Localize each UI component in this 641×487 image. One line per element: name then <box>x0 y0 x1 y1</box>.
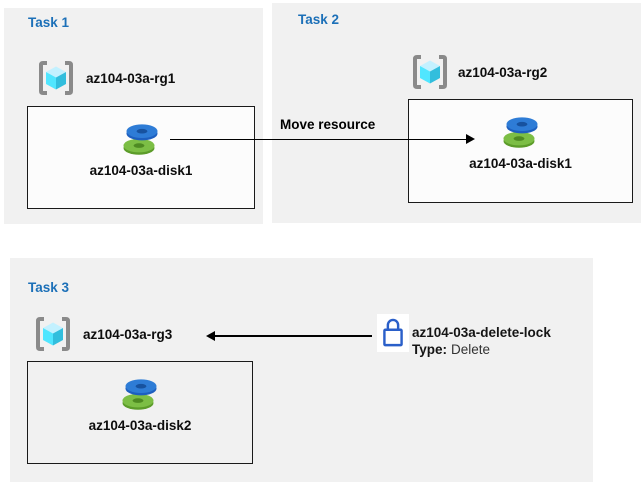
task3-resource-group-name: az104-03a-rg3 <box>83 326 173 342</box>
move-resource-arrow-head <box>466 134 475 144</box>
delete-lock-type-label: Type: <box>412 342 448 357</box>
azure-disk-icon <box>503 117 537 148</box>
task2-resource-group-name: az104-03a-rg2 <box>458 64 548 80</box>
azure-resource-group-icon <box>36 317 70 351</box>
task3-resource-box: az104-03a-disk2 <box>27 361 253 464</box>
azure-disk-icon <box>122 379 157 410</box>
delete-lock-type: Type:Delete <box>412 341 551 358</box>
move-resource-arrow-line <box>170 138 466 140</box>
task1-panel: Task 1 az104-03a-rg1 az104-03a-disk1 <box>4 8 263 224</box>
task3-title: Task 3 <box>28 280 70 295</box>
task3-panel: Task 3 az104-03a-rg3 az104-03a-disk2 az1 <box>10 258 593 482</box>
task1-resource-group-name: az104-03a-rg1 <box>86 70 176 86</box>
move-resource-label: Move resource <box>280 117 376 132</box>
task2-title: Task 2 <box>298 12 340 27</box>
task1-resource-name: az104-03a-disk1 <box>89 163 193 178</box>
task2-resource-name: az104-03a-disk1 <box>469 156 572 171</box>
task2-resource-group: az104-03a-rg2 <box>410 54 547 90</box>
task3-resource-name: az104-03a-disk2 <box>88 418 192 433</box>
delete-lock-name: az104-03a-delete-lock <box>412 325 551 340</box>
delete-lock-type-value: Delete <box>451 342 491 357</box>
task1-title: Task 1 <box>28 15 70 30</box>
delete-lock <box>377 314 409 352</box>
padlock-icon <box>383 318 403 347</box>
task2-resource-box: az104-03a-disk1 <box>408 99 633 203</box>
task2-panel: Task 2 az104-03a-rg2 az104-03a-disk1 <box>272 3 641 223</box>
lock-arrow-head <box>206 331 215 341</box>
lock-arrow-line <box>214 335 372 337</box>
azure-disk-icon <box>123 124 158 155</box>
azure-resource-group-icon <box>413 55 447 89</box>
azure-resource-group-icon <box>39 61 73 95</box>
task3-resource-group: az104-03a-rg3 <box>33 316 172 352</box>
delete-lock-annotation: az104-03a-delete-lock Type:Delete <box>412 324 551 358</box>
task1-resource-group: az104-03a-rg1 <box>36 60 175 96</box>
task1-resource-box: az104-03a-disk1 <box>27 106 255 209</box>
